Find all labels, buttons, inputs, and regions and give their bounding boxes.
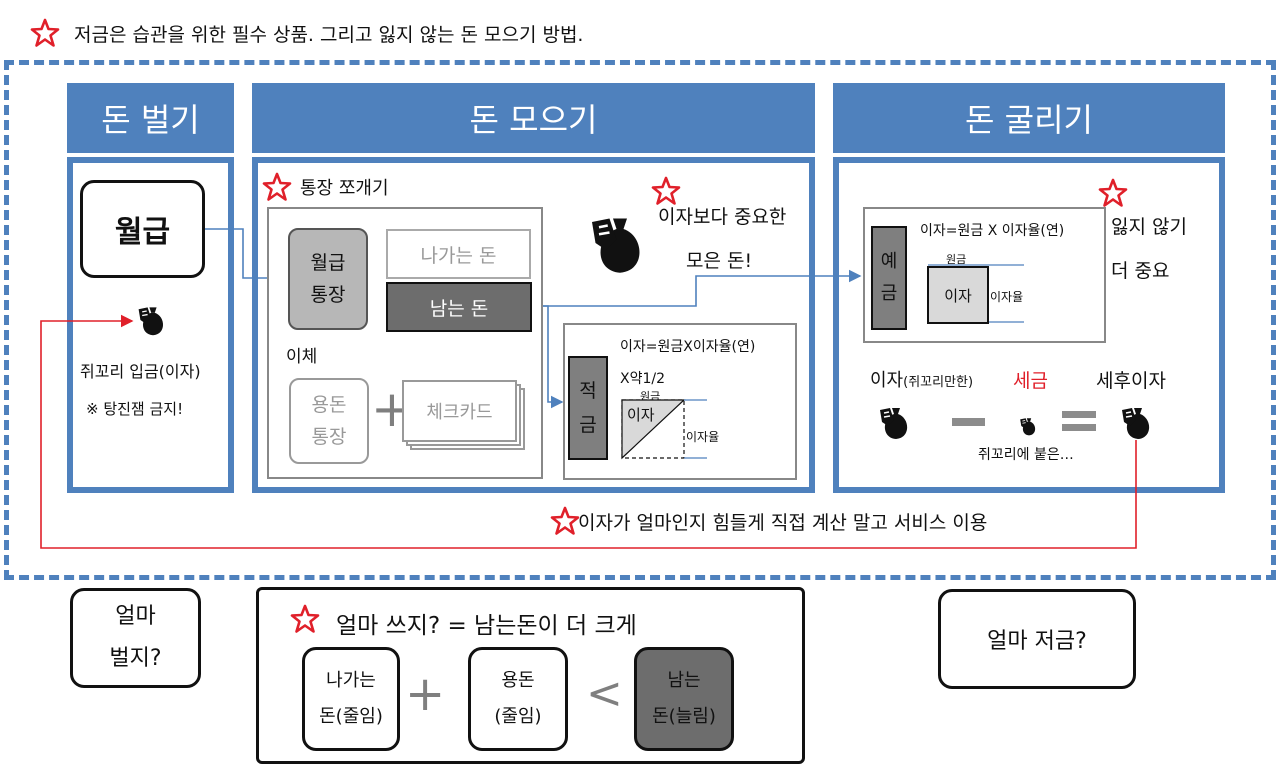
important-text-l2: 모은 돈! [686,250,753,272]
spend-title: 얼마 쓰지? = 남는돈이 더 크게 [336,613,637,639]
how-much-earn-box: 얼마 벌지? [70,588,201,688]
minus-sign [952,418,985,426]
star-icon [550,506,580,536]
equals-sign-top [1062,411,1096,418]
header-earn: 돈 벌기 [67,83,234,153]
outgoing-reduce-l1: 나가는 [326,670,376,691]
service-note: 이자가 얼마인지 힘들게 직접 계산 말고 서비스 이용 [578,512,988,534]
header-save: 돈 모으기 [252,83,815,153]
no-splurge-note: ※ 탕진잼 금지! [86,400,184,418]
star-icon [262,172,292,202]
bottom-plus-sign: + [405,666,446,722]
star-icon [290,604,320,634]
deposit-interest-chart [928,264,1024,323]
money-bag-icon [135,300,171,340]
not-lose-l2: 더 중요 [1111,260,1170,282]
remaining-increase-l2: 돈(늘림) [652,706,716,727]
interest-deposit-label: 쥐꼬리 입금(이자) [80,362,201,381]
interest-label: 이자(쥐꼬리만한) [870,366,973,392]
salary-account-box: 월급 통장 [288,228,368,330]
outgoing-reduce-box: 나가는 돈(줄임) [302,647,400,751]
transfer-label: 이체 [286,347,318,367]
main-frame [4,60,1276,580]
deposit-l2: 금 [880,283,898,304]
split-accounts-title: 통장 쪼개기 [300,178,389,199]
allowance-reduce-l2: (줄임) [494,706,542,727]
equals-sign-bottom [1062,424,1096,431]
tail-note: 쥐꼬리에 붙은… [978,447,1074,463]
installment-l1: 적 [579,379,597,402]
outgoing-reduce-l2: 돈(줄임) [319,706,383,727]
deposit-l1: 예 [880,250,898,272]
tax-label: 세금 [1013,370,1048,392]
money-bag-icon [1118,400,1158,444]
money-bag-icon [1018,414,1040,438]
outgoing-money-box: 나가는 돈 [386,229,531,279]
deposit-rate: 이자율 [990,290,1024,304]
installment-l2: 금 [579,414,597,436]
installment-rate: 이자율 [686,430,720,444]
salary-account-l2: 통장 [310,284,346,306]
important-text-l1: 이자보다 중요한 [658,206,787,228]
interest-label-main: 이자 [870,370,904,391]
allowance-reduce-l1: 용돈 [501,670,535,691]
check-card-box: 체크카드 [402,380,517,442]
money-bag-icon [585,198,655,288]
star-icon [1098,178,1128,208]
allowance-account-box: 용돈 통장 [289,378,369,464]
salary-account-l1: 월급 [310,251,346,274]
installment-savings-box: 적 금 [568,356,608,460]
salary-box: 월급 [80,180,205,278]
header-grow: 돈 굴리기 [833,83,1225,153]
deposit-formula: 이자=원금 X 이자율(연) [920,223,1065,239]
approx-half-label: X약1/2 [620,371,666,387]
not-lose-l1: 잃지 않기 [1111,216,1187,238]
deposit-principal: 원금 [946,253,967,266]
remaining-increase-box: 남는 돈(늘림) [634,647,734,751]
deposit-interest-box: 이자 [927,266,989,324]
less-than-sign: < [586,668,623,719]
deposit-box: 예 금 [871,226,907,330]
allowance-reduce-box: 용돈 (줄임) [468,647,568,751]
remaining-increase-l1: 남는 [667,670,701,691]
allowance-account-l1: 용돈 [311,393,347,416]
after-tax-interest-label: 세후이자 [1096,370,1166,392]
remaining-money-box: 남는 돈 [386,282,532,332]
installment-interest: 이자 [627,406,655,424]
allowance-account-l2: 통장 [311,426,347,448]
how-much-earn-l2: 벌지? [109,646,162,671]
installment-formula: 이자=원금X이자율(연) [620,339,756,355]
top-note: 저금은 습관을 위한 필수 상품. 그리고 잃지 않는 돈 모으기 방법. [74,24,584,46]
how-much-save-box: 얼마 저금? [938,589,1136,689]
money-bag-icon [876,400,916,444]
how-much-spend-group [256,587,805,764]
installment-interest-chart [621,399,707,460]
how-much-earn-l1: 얼마 [115,604,156,630]
interest-label-sub: (쥐꼬리만한) [903,375,974,390]
